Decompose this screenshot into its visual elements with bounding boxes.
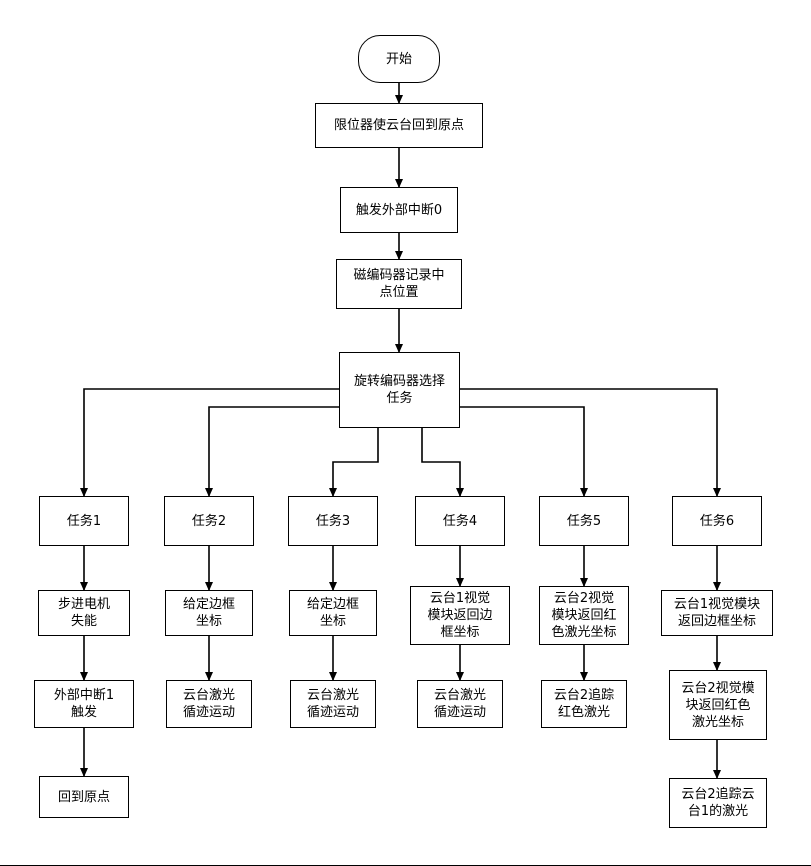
node-task1-interrupt1: 外部中断1 触发 xyxy=(34,680,134,728)
node-task4-laser-tracking: 云台激光 循迹运动 xyxy=(417,680,503,728)
node-task3-set-border: 给定边框 坐标 xyxy=(289,590,377,636)
node-task4: 任务4 xyxy=(415,496,505,546)
node-task1: 任务1 xyxy=(39,496,129,546)
node-task3: 任务3 xyxy=(288,496,378,546)
edge-rotary-task1 xyxy=(80,388,339,497)
node-task6: 任务6 xyxy=(672,496,762,546)
node-task5-vision-red-laser: 云台2视觉 模块返回红 色激光坐标 xyxy=(539,586,629,645)
node-task3-laser-tracking: 云台激光 循迹运动 xyxy=(290,680,376,728)
node-task6-track-laser: 云台2追踪云 台1的激光 xyxy=(669,778,767,828)
edge-rotary-task3 xyxy=(329,428,379,497)
node-rotary-encoder: 旋转编码器选择 任务 xyxy=(339,352,460,428)
node-magnetic-encoder: 磁编码器记录中 点位置 xyxy=(336,259,462,309)
node-task2-laser-tracking: 云台激光 循迹运动 xyxy=(166,680,252,728)
node-limit-switch: 限位器使云台回到原点 xyxy=(315,103,483,148)
node-task2-set-border: 给定边框 坐标 xyxy=(165,590,253,636)
node-task5-track-red-laser: 云台2追踪 红色激光 xyxy=(541,680,627,728)
node-task1-stepper-disable: 步进电机 失能 xyxy=(38,590,130,636)
node-task6-vision-red-laser: 云台2视觉模 块返回红色 激光坐标 xyxy=(669,670,767,740)
node-task5: 任务5 xyxy=(539,496,629,546)
node-task6-vision-border: 云台1视觉模块 返回边框坐标 xyxy=(661,590,773,636)
edge-rotary-task4 xyxy=(421,428,464,497)
node-interrupt0: 触发外部中断0 xyxy=(340,187,458,233)
edge-rotary-task6 xyxy=(460,388,721,497)
node-task1-return-origin: 回到原点 xyxy=(39,776,129,818)
edge-rotary-task2 xyxy=(205,406,339,497)
node-task2: 任务2 xyxy=(164,496,254,546)
edge-rotary-task5 xyxy=(460,406,588,497)
node-start: 开始 xyxy=(358,35,440,83)
node-task4-vision-border: 云台1视觉 模块返回边 框坐标 xyxy=(410,586,510,645)
